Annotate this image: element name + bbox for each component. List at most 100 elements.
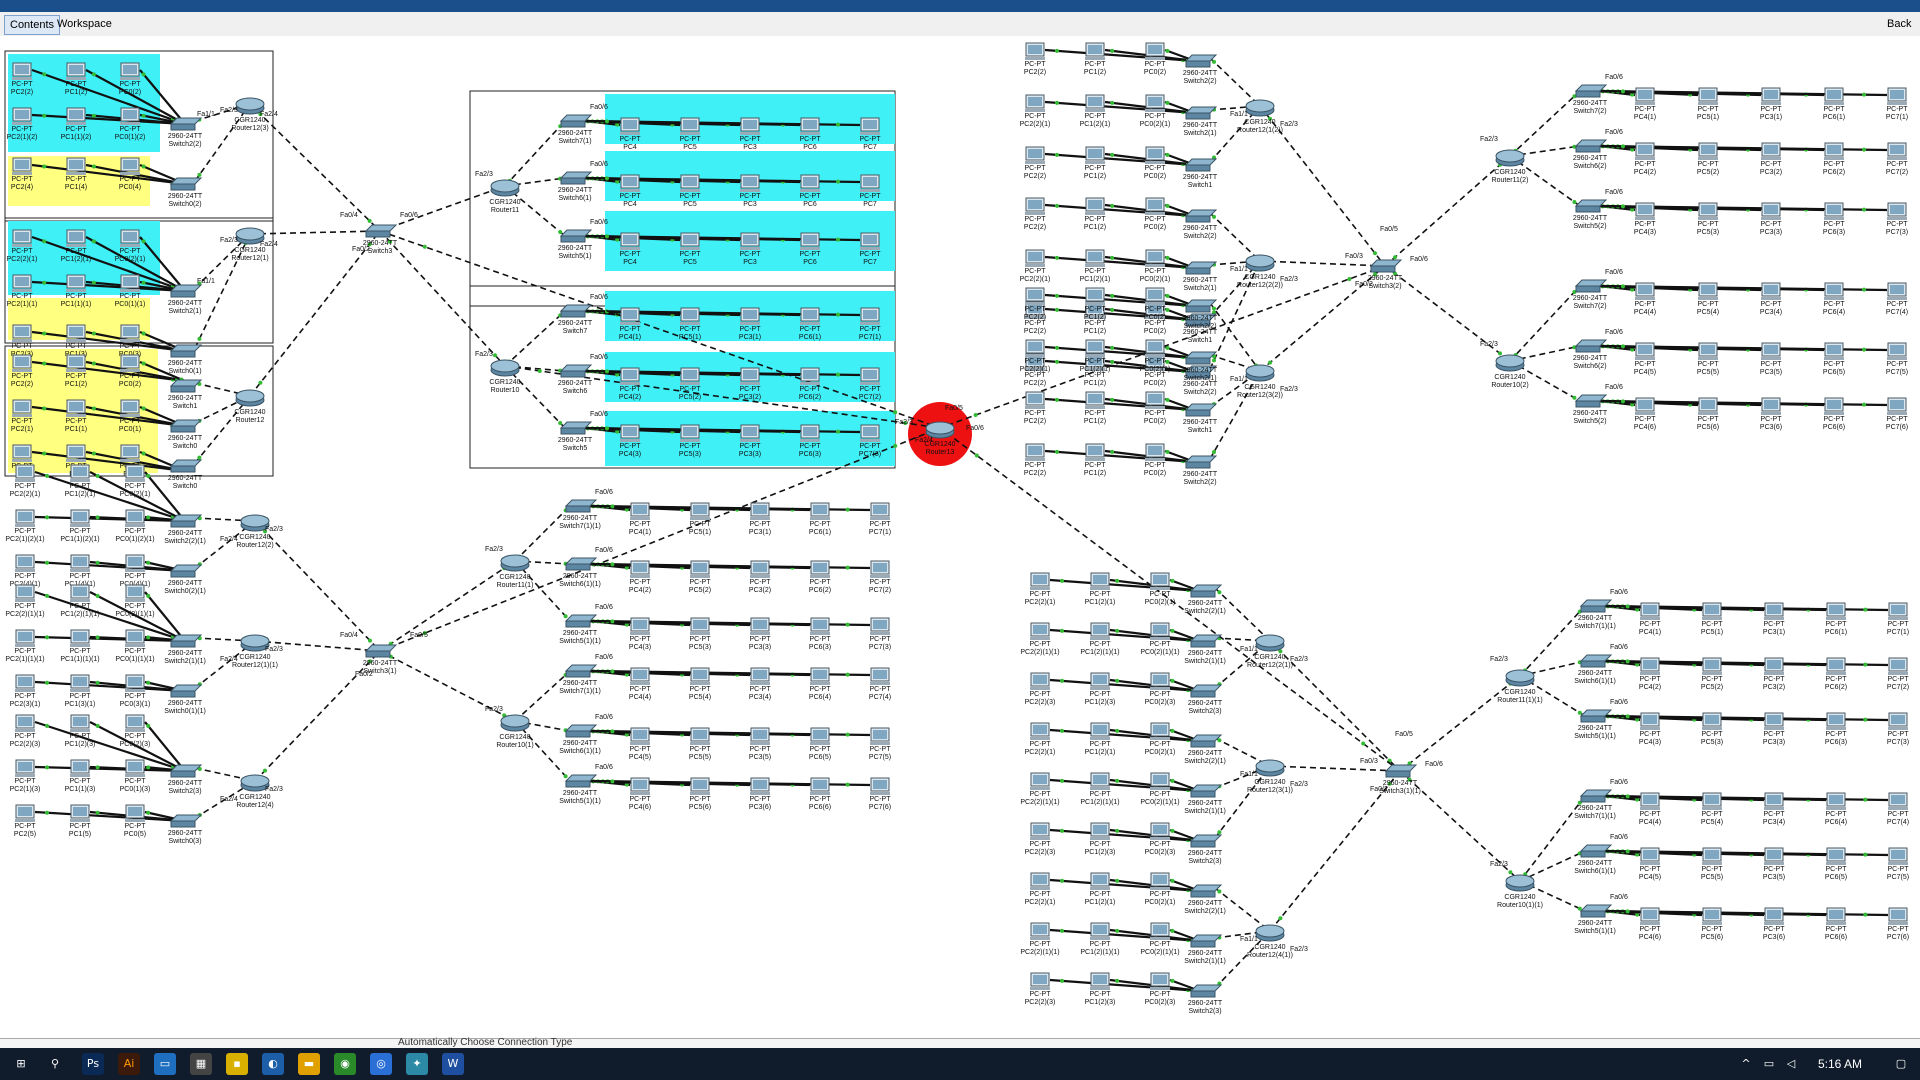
notifications-icon[interactable]: ▢ — [1895, 1057, 1907, 1070]
search-icon[interactable]: ⚲ — [50, 1057, 60, 1070]
sticky-notes-icon[interactable]: ▪ — [226, 1053, 248, 1075]
chrome-icon[interactable]: ◉ — [334, 1053, 356, 1075]
tray-chevron-icon[interactable]: ^ — [1741, 1057, 1751, 1070]
network-app-icon[interactable]: ◎ — [370, 1053, 392, 1075]
volume-icon[interactable]: ◁ — [1786, 1057, 1796, 1070]
network-status-icon[interactable]: ▭ — [1763, 1057, 1775, 1070]
